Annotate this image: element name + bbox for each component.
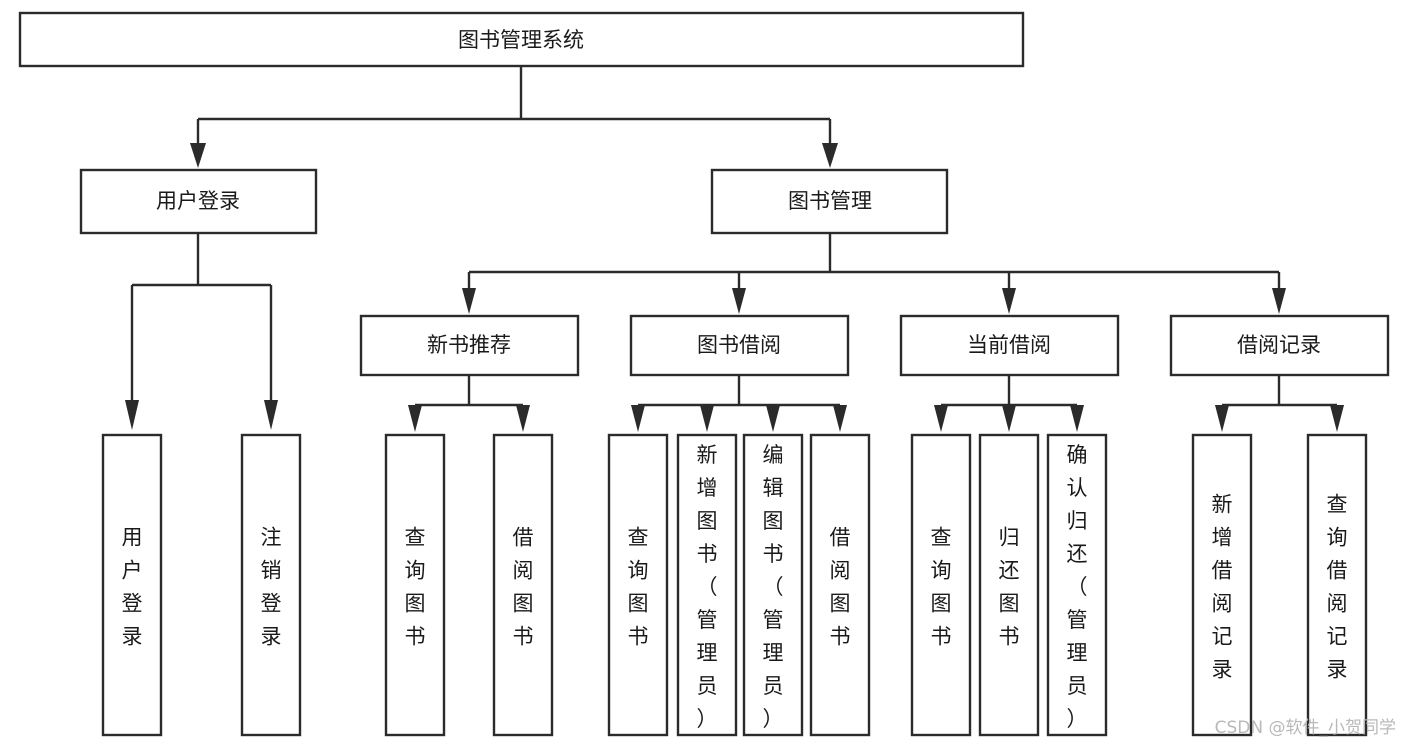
leaf-box-current-confirm-return[interactable] <box>1046 433 1108 737</box>
node-label-root: 图书管理系统 <box>458 28 584 52</box>
leaf-label-record-add-record: 新增借阅记录 <box>1212 493 1233 682</box>
node-book-management[interactable]: 图书管理 <box>710 168 949 235</box>
node-user-login[interactable]: 用户登录 <box>79 168 318 235</box>
leaf-label-borrow-add-book: 新增图书（管理员） <box>697 443 718 731</box>
leaf-box-current-return-book[interactable] <box>978 433 1040 737</box>
arrow-head-current-borrow <box>1002 288 1016 314</box>
leaf-label-current-query-book: 查询图书 <box>931 526 952 649</box>
arrow-head-book-borrow <box>732 288 746 314</box>
node-current-borrow[interactable]: 当前借阅 <box>899 314 1120 377</box>
leaf-borrow-add-book[interactable]: 新增图书（管理员） <box>676 433 738 737</box>
arrow-head-user-login-leaf <box>125 400 139 430</box>
leaf-label-recommend-query-book: 查询图书 <box>405 526 426 649</box>
node-label-book-borrow: 图书借阅 <box>697 333 781 357</box>
leaf-label-borrow-borrow-book: 借阅图书 <box>830 526 851 649</box>
arrow-head-borrow-leaf-3 <box>766 405 780 432</box>
arrow-head-borrow-record <box>1272 288 1286 314</box>
arrow-head-borrow-leaf-4 <box>833 405 847 432</box>
leaf-borrow-borrow-book[interactable]: 借阅图书 <box>809 433 871 737</box>
arrow-head-current-leaf-2 <box>1002 405 1016 432</box>
connector-layer <box>125 66 1344 432</box>
node-box-new-book-recommend[interactable] <box>359 314 580 377</box>
leaf-user-login-logout[interactable]: 注销登录 <box>240 433 302 737</box>
arrow-head-to-user-login <box>190 143 206 168</box>
leaf-box-record-add-record[interactable] <box>1191 433 1253 737</box>
node-box-user-login[interactable] <box>79 168 318 235</box>
leaf-recommend-query-book[interactable]: 查询图书 <box>384 433 446 737</box>
node-label-user-login: 用户登录 <box>156 189 240 213</box>
arrow-head-recommend-leaf-1 <box>408 405 422 432</box>
arrow-head-new-book-recommend <box>462 288 476 314</box>
arrow-head-record-leaf-1 <box>1215 405 1229 432</box>
arrow-head-current-leaf-1 <box>934 405 948 432</box>
leaf-recommend-borrow-book[interactable]: 借阅图书 <box>492 433 554 737</box>
node-box-root[interactable] <box>18 11 1025 68</box>
arrow-head-recommend-leaf-2 <box>516 405 530 432</box>
node-box-book-borrow[interactable] <box>629 314 850 377</box>
leaf-box-borrow-edit-book[interactable] <box>742 433 804 737</box>
node-borrow-record[interactable]: 借阅记录 <box>1169 314 1390 377</box>
leaf-label-current-confirm-return: 确认归还（管理员） <box>1067 443 1088 731</box>
node-label-book-management: 图书管理 <box>788 189 872 213</box>
leaf-label-user-login-login: 用户登录 <box>122 526 143 649</box>
leaf-label-current-return-book: 归还图书 <box>999 526 1020 649</box>
node-label-borrow-record: 借阅记录 <box>1237 333 1321 357</box>
node-box-borrow-record[interactable] <box>1169 314 1390 377</box>
node-label-new-book-recommend: 新书推荐 <box>427 333 511 357</box>
leaf-user-login-login[interactable]: 用户登录 <box>101 433 163 737</box>
leaf-current-query-book[interactable]: 查询图书 <box>910 433 972 737</box>
leaf-box-recommend-query-book[interactable] <box>384 433 446 737</box>
arrow-head-to-book-management <box>822 143 838 168</box>
leaf-label-user-login-logout: 注销登录 <box>261 526 282 649</box>
leaf-box-user-login-logout[interactable] <box>240 433 302 737</box>
leaf-label-borrow-query-book: 查询图书 <box>628 526 649 649</box>
arrow-head-borrow-leaf-1 <box>631 405 645 432</box>
leaf-label-borrow-edit-book: 编辑图书（管理员） <box>763 443 784 731</box>
leaf-box-current-query-book[interactable] <box>910 433 972 737</box>
leaf-box-borrow-borrow-book[interactable] <box>809 433 871 737</box>
leaf-current-return-book[interactable]: 归还图书 <box>978 433 1040 737</box>
arrow-head-current-leaf-3 <box>1070 405 1084 432</box>
node-box-book-management[interactable] <box>710 168 949 235</box>
arrow-head-logout-leaf <box>264 400 278 430</box>
leaf-box-record-query-record[interactable] <box>1306 433 1368 737</box>
node-box-current-borrow[interactable] <box>899 314 1120 377</box>
leaf-record-add-record[interactable]: 新增借阅记录 <box>1191 433 1253 737</box>
leaf-current-confirm-return[interactable]: 确认归还（管理员） <box>1046 433 1108 737</box>
leaf-box-recommend-borrow-book[interactable] <box>492 433 554 737</box>
leaf-label-recommend-borrow-book: 借阅图书 <box>513 526 534 649</box>
leaf-borrow-edit-book[interactable]: 编辑图书（管理员） <box>742 433 804 737</box>
leaf-borrow-query-book[interactable]: 查询图书 <box>607 433 669 737</box>
node-root-system[interactable]: 图书管理系统 <box>18 11 1025 68</box>
leaf-box-borrow-add-book[interactable] <box>676 433 738 737</box>
node-label-current-borrow: 当前借阅 <box>967 333 1051 357</box>
leaf-box-user-login-login[interactable] <box>101 433 163 737</box>
arrow-head-borrow-leaf-2 <box>700 405 714 432</box>
leaf-record-query-record[interactable]: 查询借阅记录 <box>1306 433 1368 737</box>
leaf-box-borrow-query-book[interactable] <box>607 433 669 737</box>
node-new-book-recommend[interactable]: 新书推荐 <box>359 314 580 377</box>
leaf-label-record-query-record: 查询借阅记录 <box>1327 493 1348 682</box>
csdn-watermark: CSDN @软件_小贺同学 <box>1215 718 1396 738</box>
arrow-head-record-leaf-2 <box>1330 405 1344 432</box>
node-book-borrow[interactable]: 图书借阅 <box>629 314 850 377</box>
